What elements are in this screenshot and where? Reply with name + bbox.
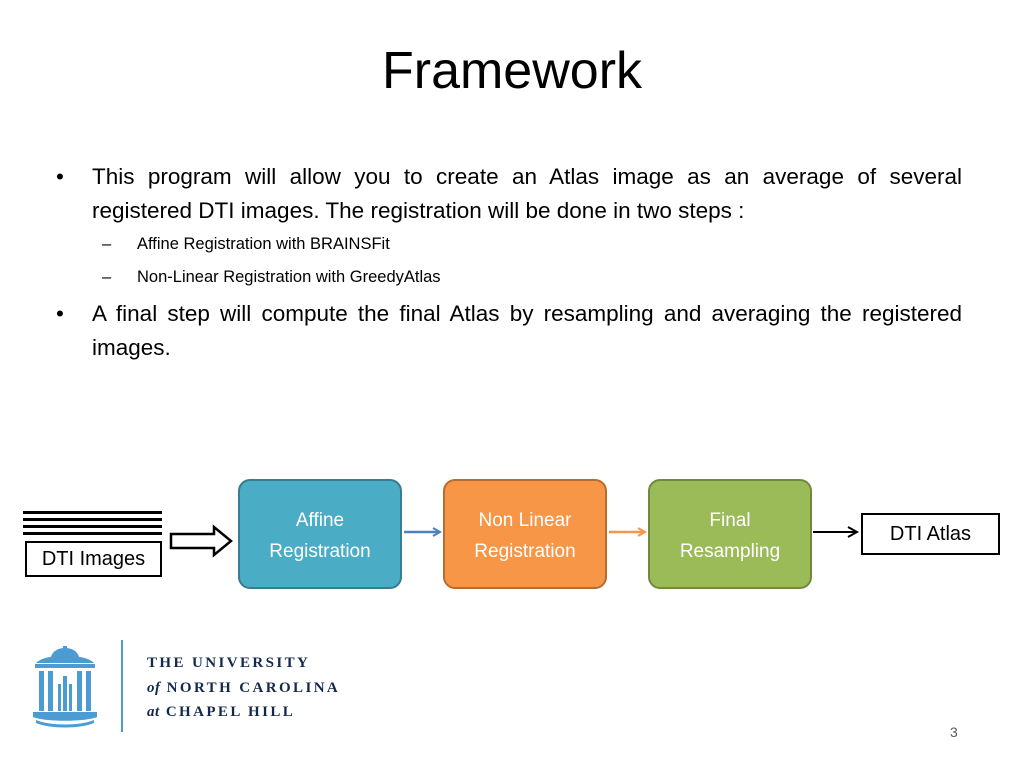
stack-line: [23, 532, 162, 535]
dti-atlas-box: DTI Atlas: [861, 513, 1000, 555]
input-block-arrow: [169, 524, 233, 558]
bullet-text: This program will allow you to create an…: [92, 164, 962, 223]
bullet-item: • This program will allow you to create …: [56, 160, 962, 228]
step-label-line2: Registration: [269, 541, 371, 562]
university-name-prefix: at: [147, 704, 160, 720]
stack-line: [23, 518, 162, 521]
step-label-line1: Affine: [295, 510, 345, 531]
university-name-main: CHAPEL HILL: [165, 704, 296, 720]
university-name-line3: at CHAPEL HILL: [147, 704, 295, 721]
step-label-line2: Resampling: [679, 541, 781, 562]
slide-title: Framework: [381, 42, 643, 100]
sub-bullet-item: – Affine Registration with BRAINSFit: [56, 228, 962, 261]
stack-line: [23, 511, 162, 514]
bullet-marker: •: [56, 164, 64, 189]
step-label-line2: Registration: [474, 541, 576, 562]
dti-images-box: DTI Images: [25, 541, 162, 577]
sub-bullet-item: – Non-Linear Registration with GreedyAtl…: [56, 261, 962, 294]
nonlinear-registration-box: Non Linear Registration: [443, 479, 607, 589]
university-name-line2: of NORTH CAROLINA: [147, 680, 340, 697]
university-name-main: NORTH CAROLINA: [166, 680, 341, 696]
university-name-line1: THE UNIVERSITY: [147, 655, 311, 671]
old-well-icon: [33, 646, 97, 728]
sub-bullet-marker: –: [102, 268, 112, 286]
logo-divider: [121, 640, 123, 732]
page-number: 3: [950, 724, 958, 740]
sub-bullet-marker: –: [102, 235, 112, 253]
step-label-line1: Final: [709, 510, 751, 531]
sub-bullet-text: Non-Linear Registration with GreedyAtlas: [137, 268, 441, 286]
bullet-marker: •: [56, 301, 64, 326]
bullet-text: A final step will compute the final Atla…: [92, 301, 962, 360]
sub-bullet-text: Affine Registration with BRAINSFit: [137, 235, 390, 253]
bullet-list: • This program will allow you to create …: [56, 160, 962, 365]
bullet-item: • A final step will compute the final At…: [56, 297, 962, 365]
final-resampling-box: Final Resampling: [648, 479, 812, 589]
step-label-line1: Non Linear: [478, 510, 572, 531]
stack-line: [23, 525, 162, 528]
university-name-prefix: of: [147, 680, 161, 696]
affine-registration-box: Affine Registration: [238, 479, 402, 589]
